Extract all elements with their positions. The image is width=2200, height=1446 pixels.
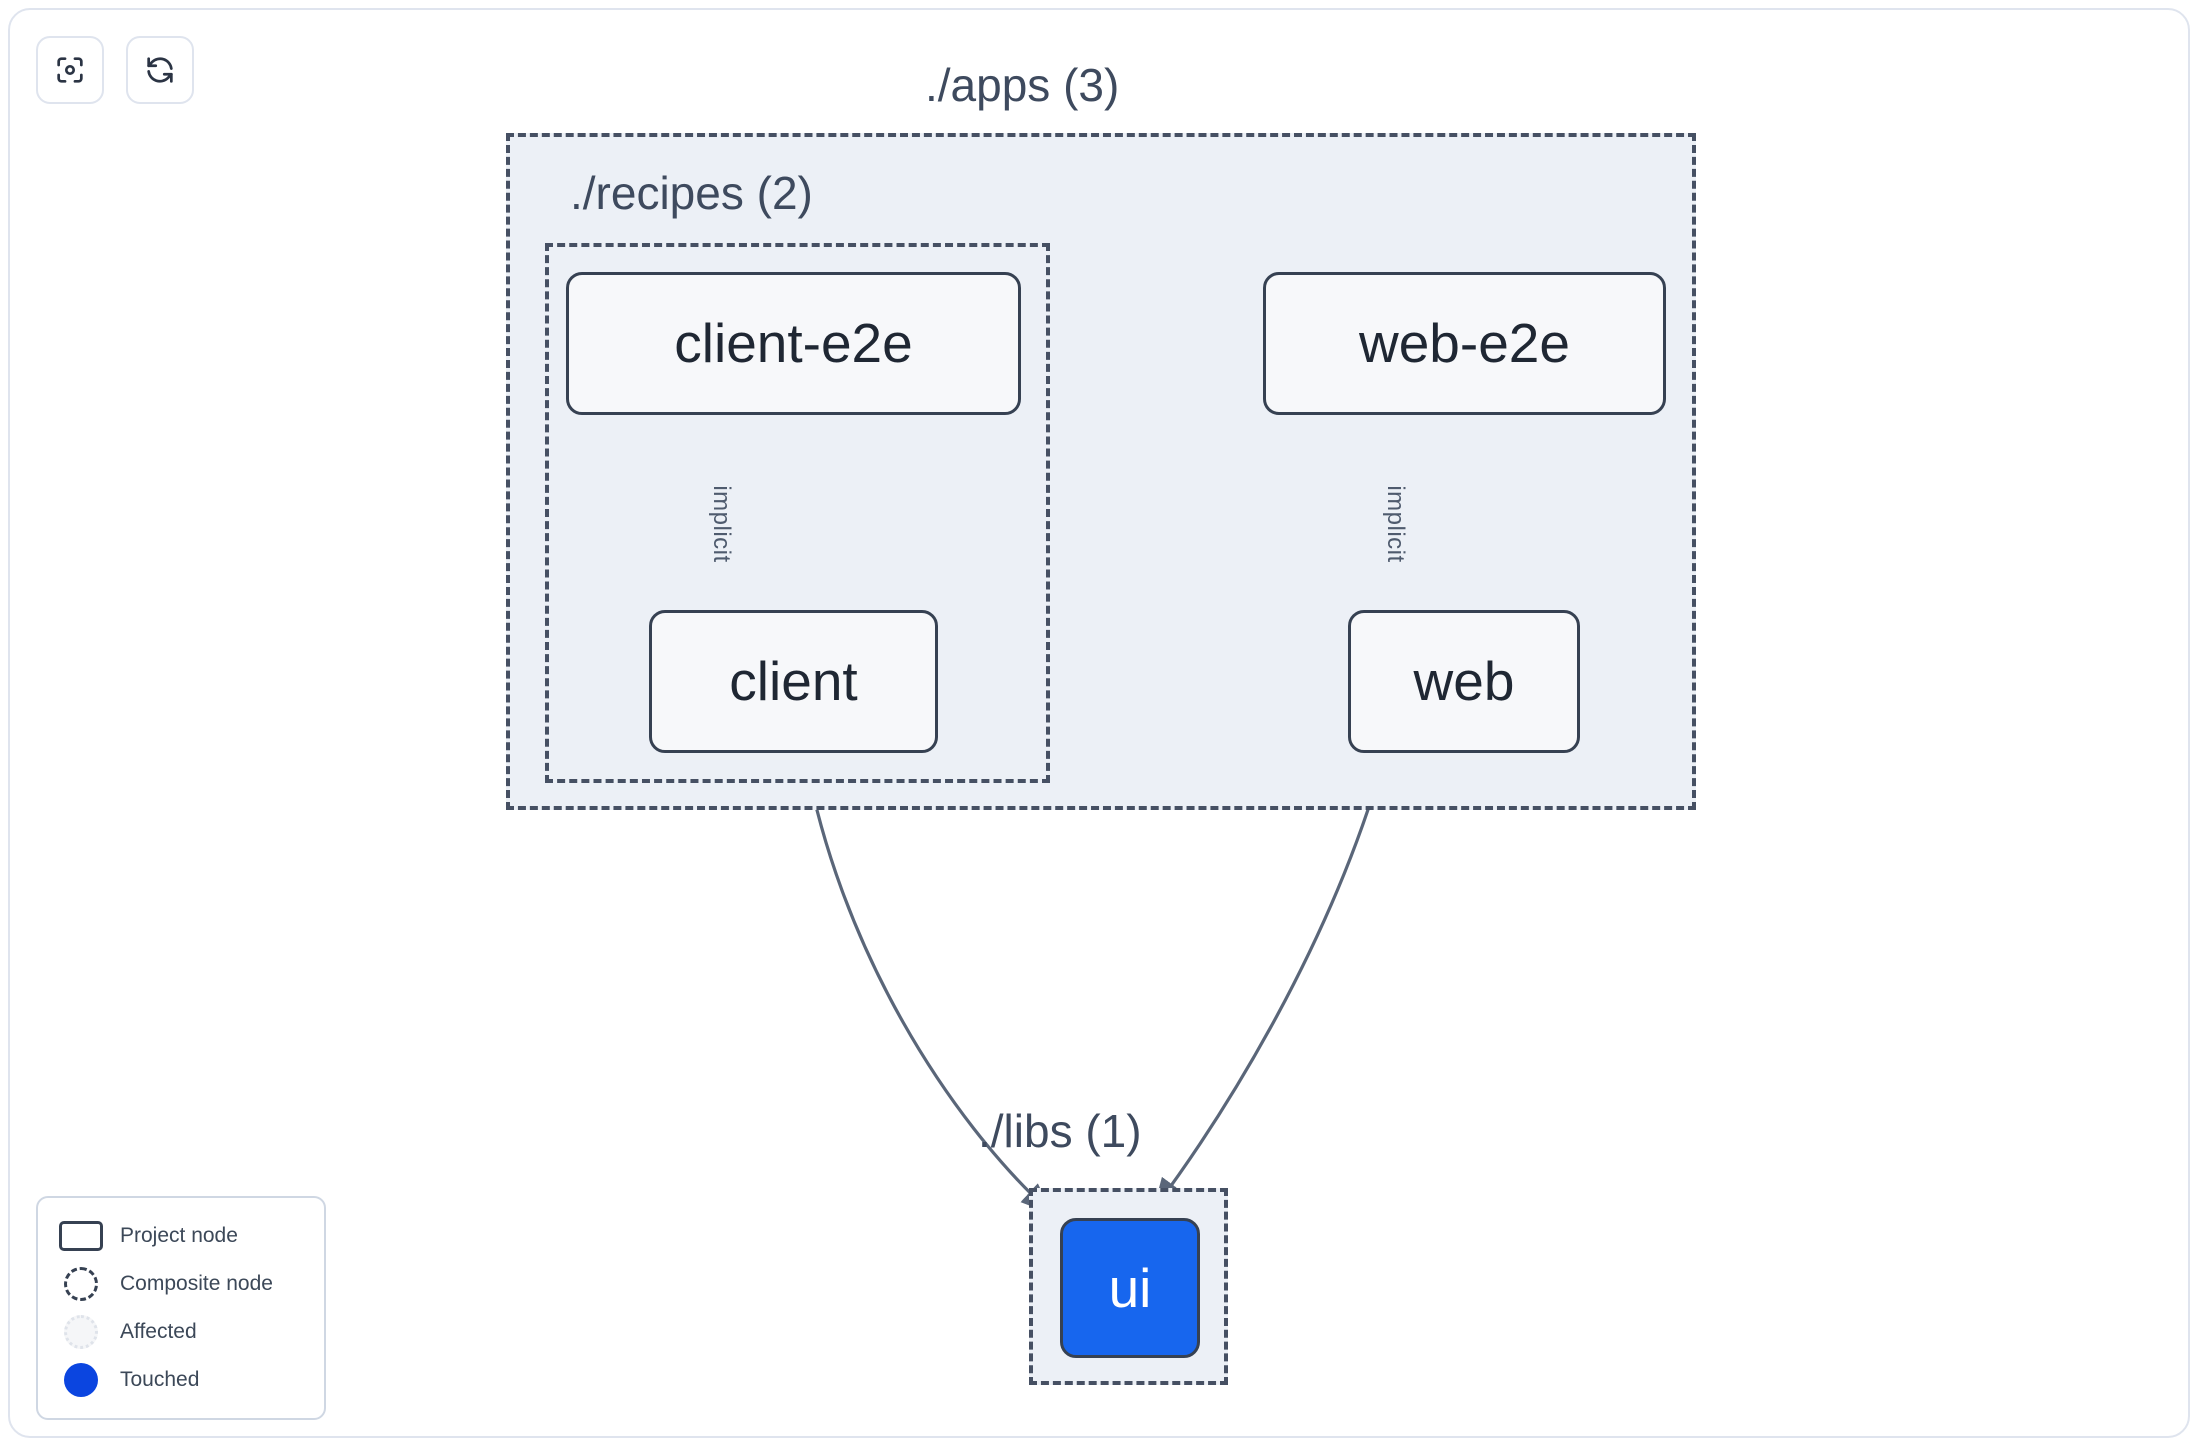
project-node-web-e2e[interactable]: web-e2e xyxy=(1263,272,1666,415)
composite-label-libs: ./libs (1) xyxy=(978,1105,1142,1157)
refresh-graph-button[interactable] xyxy=(126,36,194,104)
legend-label: Composite node xyxy=(120,1272,273,1295)
project-node-swatch xyxy=(59,1221,103,1251)
project-node-label: web xyxy=(1413,650,1515,712)
project-node-client[interactable]: client xyxy=(649,610,938,753)
project-node-swatch-wrap xyxy=(56,1221,106,1251)
legend-label: Touched xyxy=(120,1368,200,1391)
project-node-label: client-e2e xyxy=(674,312,913,374)
focus-target-icon xyxy=(53,53,87,87)
legend-label: Affected xyxy=(120,1320,197,1343)
legend-item-affected: Affected xyxy=(56,1308,308,1356)
composite-node-swatch-wrap xyxy=(56,1267,106,1301)
project-node-ui[interactable]: ui xyxy=(1060,1218,1200,1358)
project-node-label: web-e2e xyxy=(1359,312,1570,374)
edge-web-to-ui xyxy=(1153,754,1387,1211)
edge-client-to-ui xyxy=(803,754,1053,1215)
legend-item-touched: Touched xyxy=(56,1356,308,1404)
graph-legend: Project node Composite node Affected Tou… xyxy=(36,1196,326,1420)
edge-label-client-implicit: implicit xyxy=(708,485,735,563)
graph-toolbar xyxy=(36,36,194,104)
affected-swatch xyxy=(64,1315,98,1349)
focus-graph-button[interactable] xyxy=(36,36,104,104)
project-node-client-e2e[interactable]: client-e2e xyxy=(566,272,1021,415)
touched-swatch-wrap xyxy=(56,1363,106,1397)
composite-label-apps: ./apps (3) xyxy=(925,59,1120,111)
legend-label: Project node xyxy=(120,1224,238,1247)
affected-swatch-wrap xyxy=(56,1315,106,1349)
legend-item-project-node: Project node xyxy=(56,1212,308,1260)
composite-label-recipes: ./recipes (2) xyxy=(570,167,813,219)
project-node-label: client xyxy=(729,650,858,712)
refresh-sync-icon xyxy=(143,53,177,87)
touched-swatch xyxy=(64,1363,98,1397)
project-node-label: ui xyxy=(1108,1256,1152,1319)
edge-label-web-implicit: implicit xyxy=(1382,485,1409,563)
composite-node-swatch xyxy=(64,1267,98,1301)
legend-item-composite-node: Composite node xyxy=(56,1260,308,1308)
project-node-web[interactable]: web xyxy=(1348,610,1580,753)
